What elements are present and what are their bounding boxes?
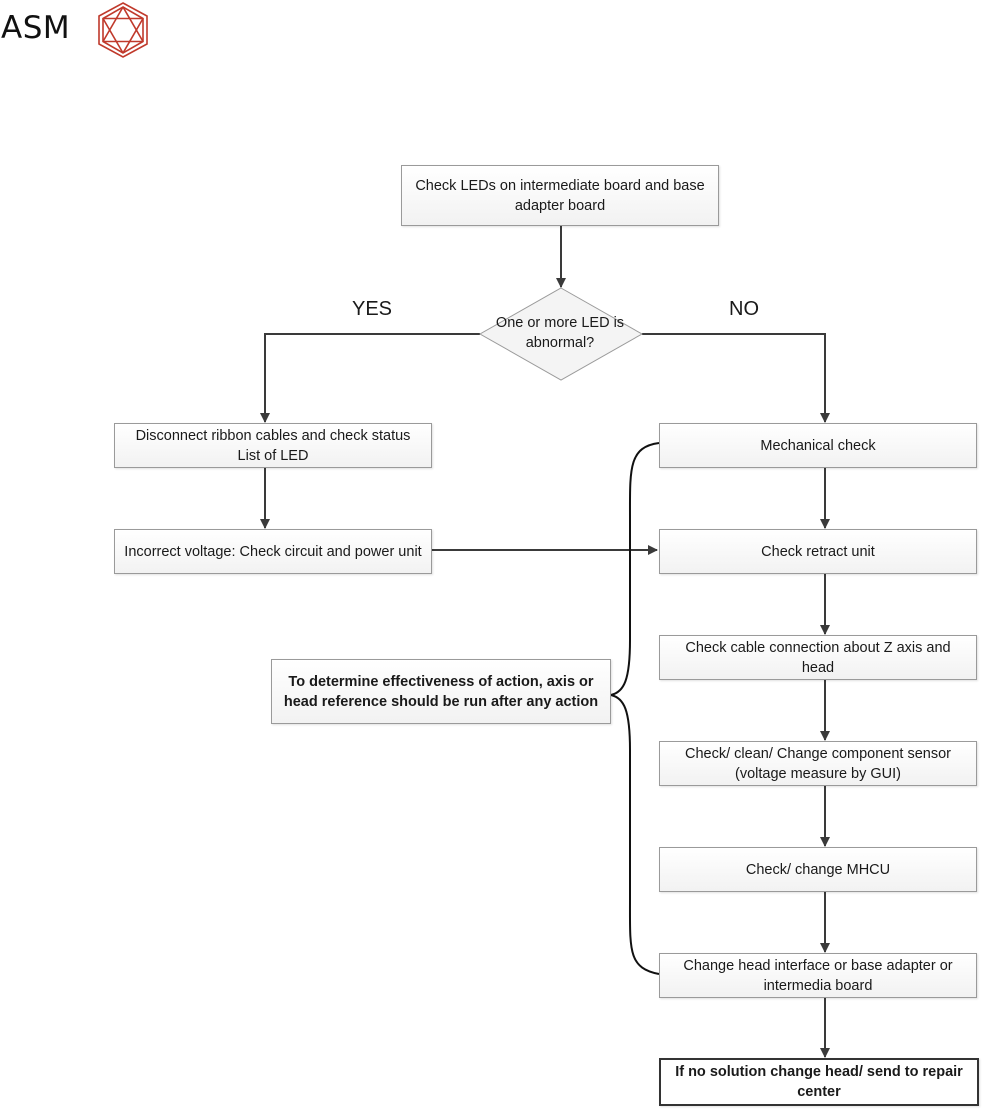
retract-unit-text: Check retract unit xyxy=(761,543,875,560)
logo-text: ASM xyxy=(1,10,71,46)
incorrect-voltage-text: Incorrect voltage: Check circuit and pow… xyxy=(124,543,422,560)
final-text: If no solution change head/ send to repa… xyxy=(675,1064,963,1100)
cable-connection-text: Check cable connection about Z axis and … xyxy=(685,639,951,676)
note-box: To determine effectiveness of action, ax… xyxy=(271,659,611,724)
cable-connection-box: Check cable connection about Z axis and … xyxy=(659,635,977,680)
disconnect-ribbon-box: Disconnect ribbon cables and check statu… xyxy=(114,423,432,468)
component-sensor-text: Check/ clean/ Change component sensor (v… xyxy=(685,745,951,782)
component-sensor-box: Check/ clean/ Change component sensor (v… xyxy=(659,741,977,786)
final-box: If no solution change head/ send to repa… xyxy=(659,1058,979,1106)
yes-label: YES xyxy=(352,298,393,320)
logo-hexagon-icon xyxy=(98,2,148,58)
retract-unit-box: Check retract unit xyxy=(659,529,977,574)
arrow-no-branch xyxy=(642,333,830,423)
asm-logo: ASM xyxy=(0,0,160,60)
no-label: NO xyxy=(729,298,759,320)
head-interface-text: Change head interface or base adapter or… xyxy=(683,957,953,994)
arrow-yes-branch xyxy=(260,333,480,423)
mechanical-check-box: Mechanical check xyxy=(659,423,977,468)
note-brace xyxy=(610,442,660,975)
head-interface-box: Change head interface or base adapter or… xyxy=(659,953,977,998)
incorrect-voltage-box: Incorrect voltage: Check circuit and pow… xyxy=(114,529,432,574)
decision-diamond xyxy=(478,287,644,381)
mhcu-text: Check/ change MHCU xyxy=(745,861,891,878)
disconnect-ribbon-text: Disconnect ribbon cables and check statu… xyxy=(135,427,411,464)
start-text: Check LEDs on intermediate board and bas… xyxy=(415,177,705,214)
decision-text: One or more LED is abnormal? xyxy=(495,315,625,351)
mhcu-box: Check/ change MHCU xyxy=(659,847,977,892)
note-text: To determine effectiveness of action, ax… xyxy=(283,673,599,710)
start-box: Check LEDs on intermediate board and bas… xyxy=(401,165,719,226)
mechanical-check-text: Mechanical check xyxy=(760,437,876,454)
